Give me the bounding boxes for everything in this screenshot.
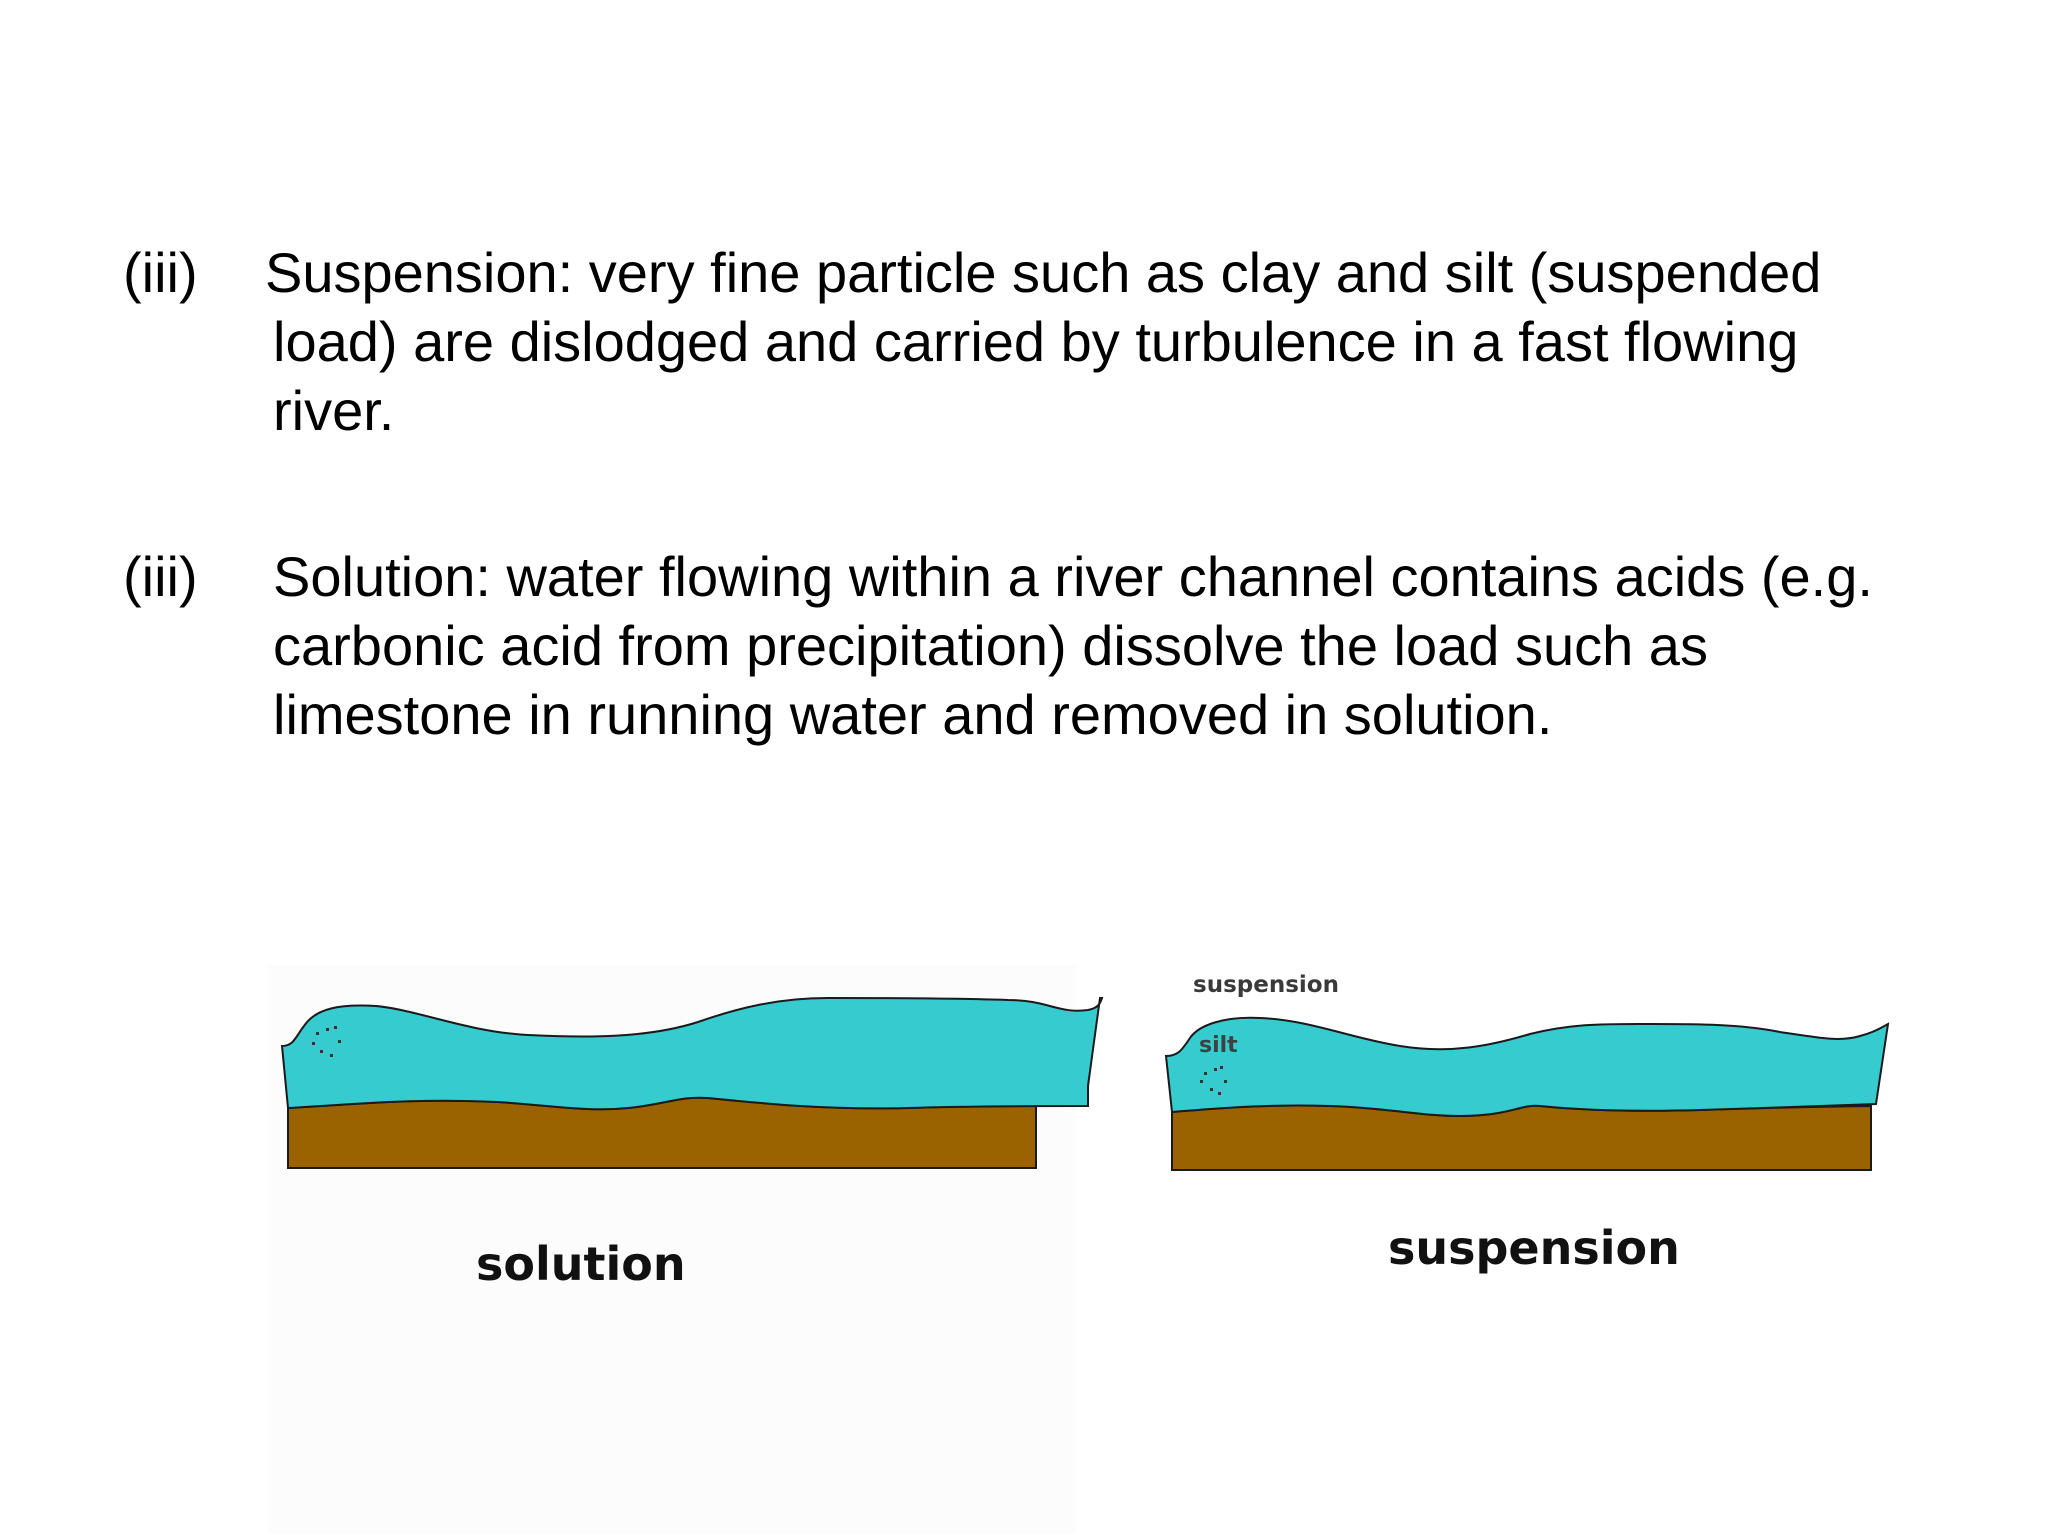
particle-dot bbox=[330, 1054, 333, 1057]
particle-dot bbox=[338, 1040, 341, 1043]
water-shape bbox=[280, 996, 1104, 1111]
particle-dot bbox=[1204, 1072, 1207, 1075]
bullet-marker: (iii) bbox=[123, 545, 198, 608]
particle-dot bbox=[1200, 1080, 1203, 1083]
suspended-particles bbox=[1200, 1066, 1227, 1095]
bullet-line: Suspension: very fine particle such as c… bbox=[265, 241, 1822, 304]
particle-dot bbox=[320, 1050, 323, 1053]
water-shape bbox=[1164, 1016, 1890, 1118]
suspension-label: suspension bbox=[1193, 972, 1339, 998]
particle-dot bbox=[334, 1026, 337, 1029]
suspension-river-diagram bbox=[1164, 1016, 1890, 1171]
silt-label: silt bbox=[1199, 1033, 1238, 1058]
particle-dot bbox=[1218, 1092, 1221, 1095]
riverbed-shape bbox=[1171, 1104, 1872, 1171]
particle-dot bbox=[1214, 1068, 1217, 1071]
particle-dot bbox=[312, 1042, 315, 1045]
suspension-caption: suspension bbox=[1388, 1221, 1680, 1275]
particle-dot bbox=[316, 1032, 319, 1035]
solution-river-diagram bbox=[280, 996, 1104, 1169]
bullet-line: limestone in running water and removed i… bbox=[273, 683, 1553, 746]
bullet-line: load) are dislodged and carried by turbu… bbox=[273, 310, 1799, 373]
dissolved-particles bbox=[312, 1026, 341, 1057]
bullet-marker: (iii) bbox=[123, 241, 198, 304]
bullet-text: Suspension: very fine particle such as c… bbox=[265, 238, 1985, 445]
bullet-line: carbonic acid from precipitation) dissol… bbox=[273, 614, 1708, 677]
particle-dot bbox=[326, 1028, 329, 1031]
particle-dot bbox=[1220, 1066, 1223, 1069]
particle-dot bbox=[1210, 1088, 1213, 1091]
solution-caption: solution bbox=[476, 1237, 686, 1291]
particle-dot bbox=[1224, 1080, 1227, 1083]
bullet-line: river. bbox=[273, 379, 395, 442]
bullet-line: Solution: water flowing within a river c… bbox=[273, 545, 1873, 608]
bullet-text: Solution: water flowing within a river c… bbox=[273, 542, 1993, 749]
